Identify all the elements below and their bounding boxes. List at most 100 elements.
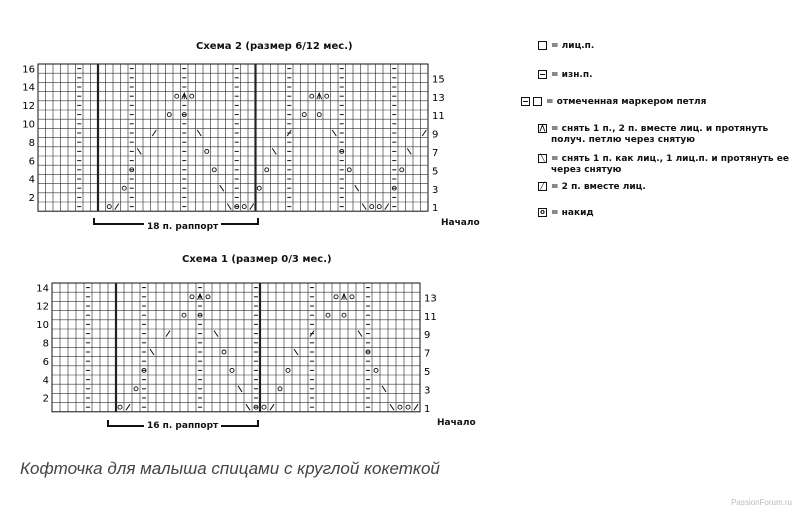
scheme1-right-row-number: 1 [424, 404, 430, 415]
scheme1-ssk-mark [389, 403, 395, 411]
scheme2-right-row-number: 3 [432, 185, 438, 196]
scheme1-left-row-number: 8 [43, 338, 49, 349]
scheme1-yarn-over-mark [141, 367, 147, 373]
scheme1-yarn-over-mark [189, 294, 195, 300]
caption: Кофточка для малыша спицами с круглой ко… [20, 459, 440, 478]
scheme1-yarn-over-mark [205, 294, 211, 300]
scheme2-left-row-number: 10 [22, 119, 35, 130]
scheme1-right-row-number: 11 [424, 312, 437, 323]
legend-item: = отмеченная маркером петля [521, 97, 706, 108]
scheme1-right-row-number: 5 [424, 367, 430, 378]
scheme2-right-row-number: 9 [432, 130, 438, 141]
scheme1-ssk-mark [381, 385, 387, 393]
scheme2-left-row-number: 4 [29, 175, 35, 186]
scheme1-left-row-number: 2 [43, 394, 49, 405]
scheme2-right-row-number: 15 [432, 74, 445, 85]
stitch-symbol-icon: ╲ [538, 154, 547, 163]
legend-symbol: ⋀ [538, 124, 547, 133]
scheme1-double-dec-mark [341, 292, 347, 300]
scheme1-yarn-over-mark [397, 404, 403, 410]
legend-symbol [538, 70, 547, 79]
scheme2-right-row-number: 7 [432, 148, 438, 159]
legend-symbol: o [538, 208, 547, 217]
scheme2-k2tog-mark [249, 203, 255, 210]
legend-item: = изн.п. [538, 70, 592, 81]
scheme1-left-row-number: 4 [43, 375, 49, 386]
purl-symbol-icon [538, 70, 547, 79]
scheme2-yarn-over-mark [369, 204, 375, 210]
scheme1-yarn-over-mark [285, 367, 291, 373]
scheme2-yarn-over-mark [211, 167, 217, 173]
legend-symbol: ╱ [538, 182, 547, 191]
scheme1-k2tog-mark [269, 403, 275, 411]
scheme1-ssk-mark [237, 385, 243, 393]
legend-symbol [538, 41, 547, 50]
scheme1-right-row-number: 7 [424, 349, 430, 360]
scheme2-yarn-over-mark [376, 204, 382, 210]
scheme1-yarn-over-mark [117, 404, 123, 410]
scheme1-left-row-number: 6 [43, 357, 49, 368]
scheme2-right-row-number: 11 [432, 111, 445, 122]
legend-text: = снять 1 п. как лиц., 1 лиц.п. и протян… [551, 154, 789, 175]
scheme2-ssk-mark [226, 203, 232, 210]
scheme2-right-row-number: 5 [432, 166, 438, 177]
scheme2-right-row-number: 13 [432, 93, 445, 104]
scheme1-yarn-over-mark [253, 404, 259, 410]
scheme2-ssk-mark [219, 184, 225, 192]
scheme2-yarn-over-mark [399, 167, 405, 173]
scheme2-left-row-number: 6 [29, 156, 35, 167]
scheme1-yarn-over-mark [197, 312, 203, 318]
legend-item: = лиц.п. [538, 41, 594, 52]
scheme2-left-row-number: 16 [22, 64, 35, 75]
scheme1-ssk-mark [245, 403, 251, 411]
scheme2-yarn-over-mark [129, 167, 135, 173]
scheme1-left-row-number: 12 [36, 302, 49, 313]
legend-symbol [521, 97, 542, 106]
scheme2-yarn-over-mark [264, 167, 270, 173]
scheme1-yarn-over-mark [277, 386, 283, 392]
scheme1-k2tog-mark [125, 403, 131, 411]
legend-text: = накид [551, 208, 594, 218]
scheme2-yarn-over-mark [316, 112, 322, 118]
scheme2-ssk-mark [196, 129, 202, 137]
legend-item: ╲ = снять 1 п. как лиц., 1 лиц.п. и протя… [538, 154, 800, 176]
scheme1-yarn-over-mark [261, 404, 267, 410]
legend-text: = снять 1 п., 2 п. вместе лиц. и протяну… [551, 124, 769, 145]
scheme1-ssk-mark [213, 330, 219, 337]
legend-text: = 2 п. вместе лиц. [551, 182, 646, 192]
scheme2-ssk-mark [406, 148, 412, 155]
scheme1-title: Схема 1 (размер 0/3 мес.) [182, 254, 332, 265]
scheme2-left-row-number: 8 [29, 138, 35, 149]
scheme2-yarn-over-mark [309, 93, 315, 99]
scheme2-double-dec-mark [316, 92, 323, 100]
scheme2-yarn-over-mark [339, 148, 345, 154]
scheme2-right-row-number: 1 [432, 203, 438, 214]
scheme2-yarn-over-mark [346, 167, 352, 173]
stitch-symbol-icon: o [538, 208, 547, 217]
legend-text: = лиц.п. [551, 41, 595, 51]
scheme2-yarn-over-mark [174, 93, 180, 99]
scheme2-start-label: Начало [441, 218, 480, 228]
stitch-symbol-icon: ╱ [538, 182, 547, 191]
scheme2-yarn-over-mark [181, 112, 187, 118]
scheme1-right-row-number: 9 [424, 330, 430, 341]
scheme1-yarn-over-mark [333, 294, 339, 300]
scheme2-k2tog-mark [151, 129, 157, 137]
scheme1-yarn-over-mark [341, 312, 347, 318]
scheme1-rapport-label: 16 п. раппорт [144, 421, 222, 431]
scheme2-ssk-mark [361, 203, 367, 210]
scheme1-left-row-number: 10 [36, 320, 49, 331]
scheme1-yarn-over-mark [405, 404, 411, 410]
scheme2-ssk-mark [331, 129, 337, 137]
scheme2-ssk-mark [354, 184, 360, 192]
scheme1-k2tog-mark [309, 330, 315, 337]
scheme2-k2tog-mark [286, 129, 292, 137]
knit-symbol-icon [538, 41, 547, 50]
scheme2-title: Схема 2 (размер 6/12 мес.) [196, 41, 353, 52]
scheme2-yarn-over-mark [121, 185, 127, 191]
scheme1-ssk-mark [293, 348, 299, 356]
scheme2-left-row-number: 14 [22, 83, 35, 94]
scheme2-yarn-over-mark [301, 112, 307, 118]
knit-symbol-icon [533, 97, 542, 106]
